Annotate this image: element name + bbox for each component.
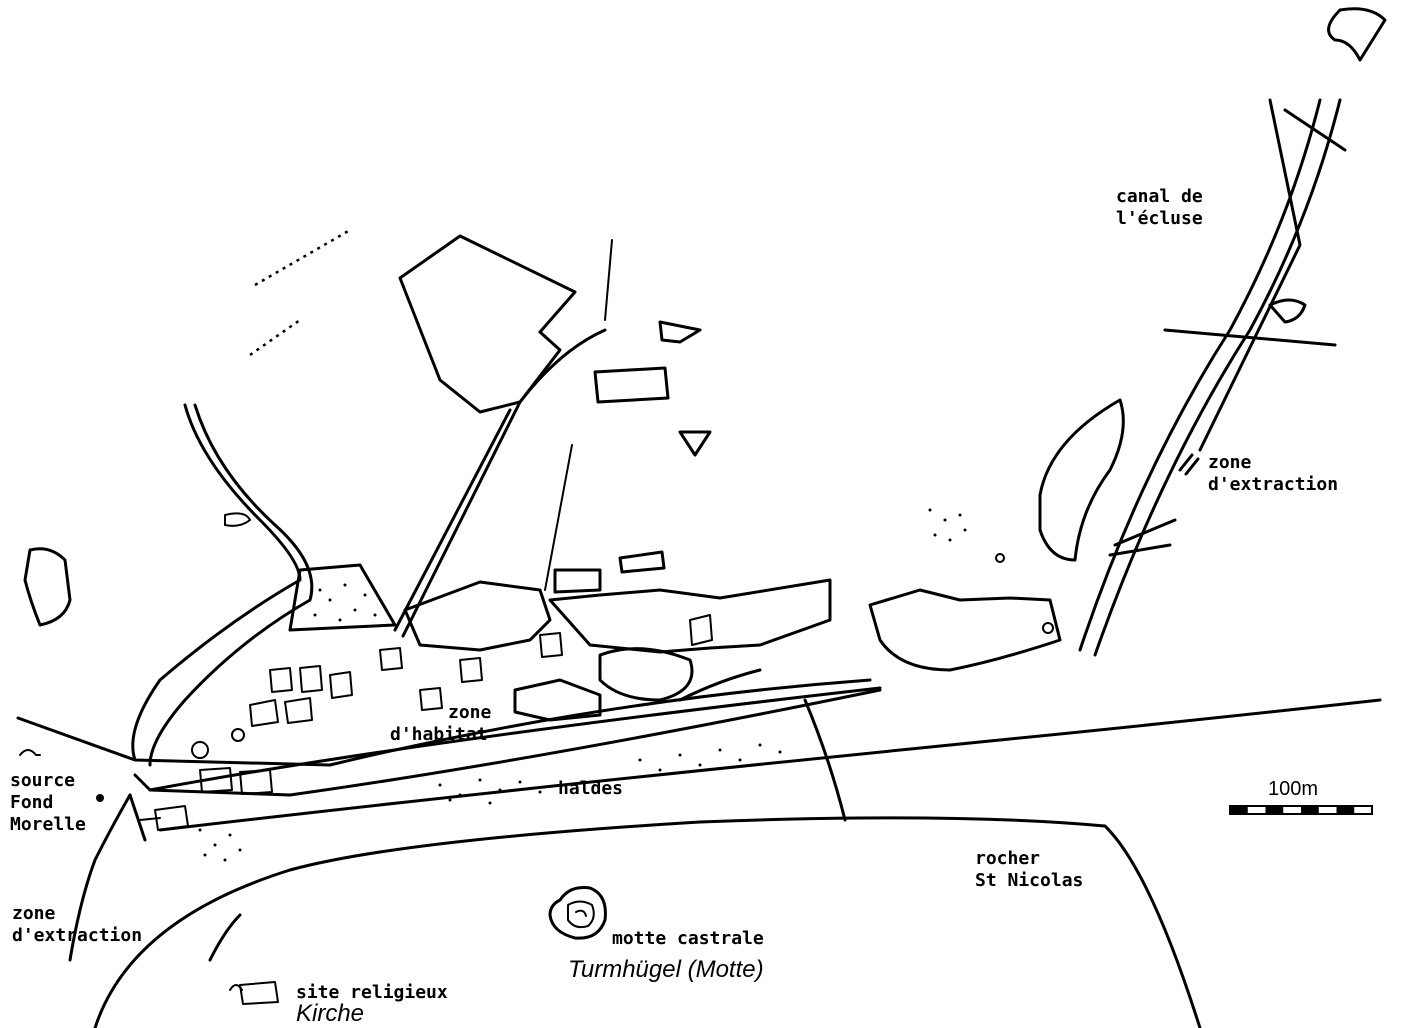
canal-side-channel (1198, 98, 1302, 452)
scale-label: 100m (1268, 778, 1319, 800)
main-road-line (148, 688, 882, 797)
road-north (401, 328, 607, 638)
settlement-detail-2 (299, 665, 323, 693)
main-road-south (133, 686, 882, 792)
east-loop (1038, 398, 1125, 562)
label-site-religieux: site religieux (296, 982, 448, 1003)
dashed-boundary-2 (249, 318, 301, 357)
settlement-block-3 (868, 588, 1062, 672)
canal-top (1327, 7, 1387, 62)
settlement-block-6 (678, 668, 762, 702)
source-stream-2 (128, 793, 147, 842)
settlement-detail-9 (539, 632, 563, 658)
settlement-block-5 (598, 647, 694, 702)
church-outline (239, 981, 279, 1005)
settlement-block-4 (513, 678, 602, 722)
round-feature-1 (191, 741, 209, 759)
settlement-detail-7 (419, 687, 443, 711)
church-detail (229, 984, 243, 991)
label-haldes: haldes (558, 778, 624, 799)
west-blob (23, 547, 72, 627)
label-motte: motte castrale (612, 928, 764, 949)
label-motte-de: Turmhügel (Motte) (568, 956, 764, 983)
road-branch (604, 239, 613, 321)
settlement-detail-13 (154, 805, 189, 831)
field-4 (678, 430, 712, 457)
canal-west-bank (1078, 98, 1322, 652)
sw-dashed-arc (208, 913, 242, 962)
motte-inner (567, 900, 595, 929)
field-8 (544, 444, 573, 591)
settlement-detail-1 (269, 667, 293, 693)
small-blob-west (224, 512, 251, 527)
east-branch-1 (1113, 518, 1177, 547)
stipple-fields (198, 508, 967, 862)
rocher-line (803, 698, 847, 822)
source-dot (96, 794, 104, 802)
canal-lock-1 (1163, 328, 1337, 347)
settlement-detail-11 (199, 767, 233, 793)
motte-outer (548, 886, 607, 940)
ne-extraction-mark-2 (1184, 457, 1200, 476)
west-stream-b (148, 403, 314, 767)
field-3 (658, 320, 702, 344)
source-stream (68, 793, 132, 962)
settlement-detail-14 (139, 817, 161, 821)
round-feature-3 (995, 553, 1005, 563)
settlement-detail-12 (239, 769, 273, 795)
field-7 (288, 563, 397, 632)
west-stream-a (131, 403, 302, 762)
canal-lock-basin (1268, 298, 1307, 324)
upper-field-2 (593, 366, 670, 404)
dashed-boundary-1 (254, 228, 351, 287)
round-feature-4 (1042, 622, 1054, 634)
label-kirche: Kirche (296, 1000, 365, 1027)
canal-lock-2 (1283, 108, 1347, 152)
field-6 (618, 550, 666, 574)
canal-east-bank (1093, 98, 1342, 657)
road-north-2 (393, 408, 512, 632)
scale-bar (1229, 805, 1373, 815)
east-branch-2 (1108, 543, 1172, 557)
upper-field-1 (398, 234, 577, 414)
valley-floor-line (158, 698, 1382, 832)
source-icon (19, 749, 41, 756)
round-feature-2 (231, 728, 245, 742)
lower-field-outline (93, 816, 1202, 1028)
settlement-block-1 (403, 580, 552, 652)
settlement-detail-4 (249, 699, 279, 727)
motte-spiral (575, 909, 587, 917)
settlement-detail-5 (284, 697, 313, 724)
settlement-detail-8 (459, 657, 483, 683)
field-5 (553, 568, 602, 594)
ne-extraction-mark (1178, 453, 1194, 472)
settlement-detail-6 (379, 647, 403, 671)
main-road-north (16, 678, 872, 767)
settlement-detail-10 (689, 614, 713, 646)
settlement-detail-3 (329, 671, 353, 699)
